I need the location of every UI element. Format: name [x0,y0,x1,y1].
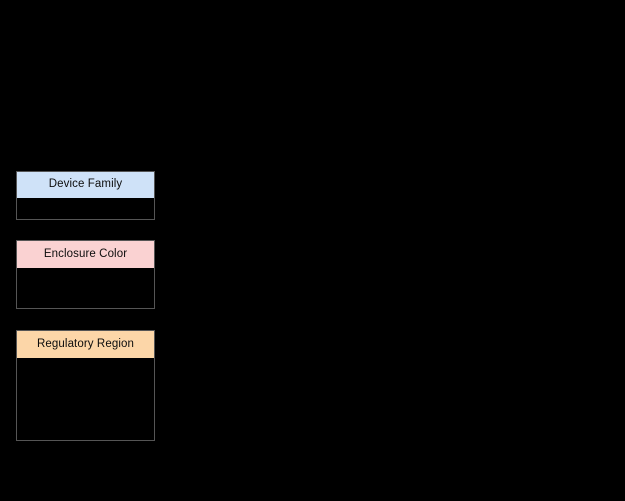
facet-panel-device-family: Device Family [16,171,155,220]
facet-panel-enclosure-color: Enclosure Color [16,240,155,309]
facet-panel-regulatory-region: Regulatory Region [16,330,155,441]
facet-body-enclosure-color [17,268,154,308]
facet-header-device-family[interactable]: Device Family [17,172,154,198]
facet-body-device-family [17,198,154,219]
facet-header-enclosure-color[interactable]: Enclosure Color [17,241,154,268]
facet-header-regulatory-region[interactable]: Regulatory Region [17,331,154,358]
facet-body-regulatory-region [17,358,154,440]
